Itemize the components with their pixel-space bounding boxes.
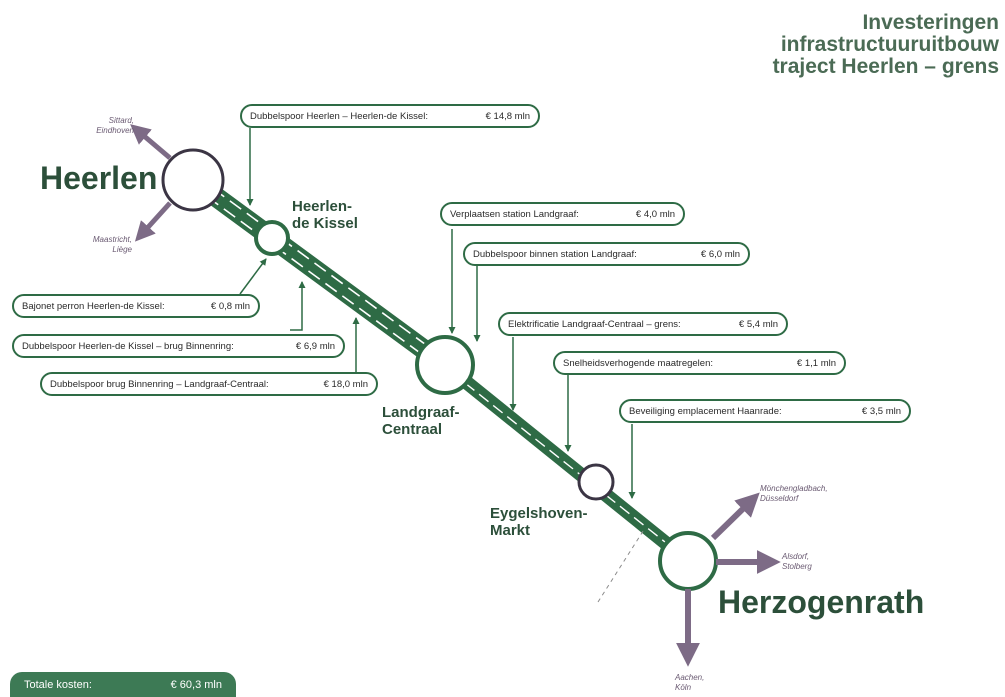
investment-amount: € 3,5 mln [861,405,901,417]
station-label-landgraaf-line-2: Centraal [382,421,443,438]
station-label-heerlen-de-kissel-line-2: de Kissel [292,215,358,232]
leader-investment-2 [239,258,267,295]
destination-sittard-line-1: Sittard, [108,116,134,125]
investment-box: Elektrificatie Landgraaf-Centraal – gren… [498,312,788,336]
arrow-maastricht [134,201,172,242]
station-label-eygelshoven-line-1: Eygelshoven- [490,505,588,522]
title-line-1: Investeringen [862,11,999,34]
station-herzogenrath-circle [658,531,718,591]
investment-label: Dubbelspoor brug Binnenring – Landgraaf-… [50,378,269,390]
investment-box: Beveiliging emplacement Haanrade: € 3,5 … [619,399,911,423]
destination-sittard-line-2: Eindhoven [96,126,134,135]
destination-monchengladbach-line-1: Mönchengladbach, [760,484,828,493]
station-label-eygelshoven-line-2: Markt [490,522,531,539]
title-line-2: infrastructuuruitbouw [780,33,999,56]
arrow-sittard [130,124,172,160]
investment-box: Dubbelspoor binnen station Landgraaf: € … [463,242,750,266]
station-label-landgraaf: Landgraaf- Centraal [382,404,460,438]
destination-maastricht: Maastricht, Liège [66,235,132,255]
destination-maastricht-line-2: Liège [112,245,132,254]
investment-box: Dubbelspoor brug Binnenring – Landgraaf-… [40,372,378,396]
destination-maastricht-line-1: Maastricht, [92,235,132,244]
investment-label: Snelheidsverhogende maatregelen: [563,357,713,369]
total-cost-bar: Totale kosten: € 60,3 mln [10,672,236,697]
destination-sittard: Sittard, Eindhoven [70,116,134,136]
track-heerlen-landgraaf-rail-a [189,183,443,370]
total-cost-label: Totale kosten: [24,678,92,691]
track-heerlen-landgraaf-rail-b [195,175,449,362]
arrow-monchengladbach [710,492,760,541]
investment-label: Dubbelspoor Heerlen – Heerlen-de Kissel: [250,110,428,122]
investment-label: Dubbelspoor Heerlen-de Kissel – brug Bin… [22,340,234,352]
station-landgraaf-circle [415,335,475,395]
investment-amount: € 6,9 mln [295,340,335,352]
destination-alsdorf: Alsdorf, Stolberg [782,552,812,572]
destination-aachen: Aachen, Köln [675,673,704,693]
leader-investment-3 [290,281,306,331]
destination-aachen-line-2: Köln [675,683,692,692]
investment-amount: € 0,8 mln [210,300,250,312]
investment-amount: € 18,0 mln [323,378,368,390]
destination-monchengladbach: Mönchengladbach, Düsseldorf [760,484,828,504]
border-line [597,527,646,603]
station-label-eygelshoven: Eygelshoven- Markt [490,505,588,539]
investment-label: Beveiliging emplacement Haanrade: [629,405,782,417]
total-cost-amount: € 60,3 mln [170,678,222,691]
investment-amount: € 5,4 mln [738,318,778,330]
investment-box: Snelheidsverhogende maatregelen: € 1,1 m… [553,351,846,375]
investment-label: Bajonet perron Heerlen-de Kissel: [22,300,165,312]
diagram-title: Investeringen infrastructuuruitbouw traj… [773,12,999,78]
investment-box: Dubbelspoor Heerlen – Heerlen-de Kissel:… [240,104,540,128]
destination-monchengladbach-line-2: Düsseldorf [760,494,799,503]
station-label-heerlen: Heerlen [40,160,158,196]
destination-aachen-line-1: Aachen, [675,673,705,682]
investment-amount: € 4,0 mln [635,208,675,220]
track-heerlen-landgraaf [183,170,455,375]
station-eygelshoven-circle [577,463,615,501]
destination-alsdorf-line-1: Alsdorf, [782,552,810,561]
investment-label: Verplaatsen station Landgraaf: [450,208,579,220]
station-label-landgraaf-line-1: Landgraaf- [382,404,460,421]
destination-alsdorf-line-2: Stolberg [782,562,812,571]
investment-box: Verplaatsen station Landgraaf: € 4,0 mln [440,202,685,226]
station-label-heerlen-de-kissel-line-1: Heerlen- [292,198,353,215]
investment-amount: € 1,1 mln [796,357,836,369]
investment-amount: € 14,8 mln [485,110,530,122]
station-label-herzogenrath: Herzogenrath [718,584,925,620]
station-heerlen-de-kissel-circle [254,220,290,256]
station-label-heerlen-de-kissel: Heerlen- de Kissel [292,198,358,232]
track-landgraaf-herzogenrath-rail [464,382,671,547]
investment-label: Dubbelspoor binnen station Landgraaf: [473,248,637,260]
investment-label: Elektrificatie Landgraaf-Centraal – gren… [508,318,681,330]
title-line-3: traject Heerlen – grens [772,55,999,78]
investment-box: Dubbelspoor Heerlen-de Kissel – brug Bin… [12,334,345,358]
investment-box: Bajonet perron Heerlen-de Kissel: € 0,8 … [12,294,260,318]
investment-amount: € 6,0 mln [700,248,740,260]
station-heerlen-circle [161,148,225,212]
